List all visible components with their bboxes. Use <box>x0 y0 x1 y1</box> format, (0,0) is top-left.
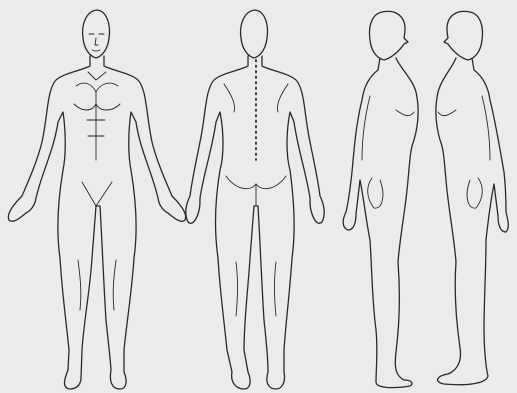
back-view-figure[interactable] <box>186 10 324 389</box>
left-side-body-outline <box>436 58 508 385</box>
front-view-figure[interactable] <box>8 10 185 389</box>
right-side-head-outline <box>370 11 409 60</box>
left-side-view-figure[interactable] <box>436 11 508 384</box>
back-head-outline <box>241 10 268 58</box>
right-side-view-figure[interactable] <box>343 11 418 387</box>
back-body-outline <box>186 56 324 389</box>
left-side-head-outline <box>444 11 483 60</box>
right-side-body-outline <box>343 58 418 388</box>
